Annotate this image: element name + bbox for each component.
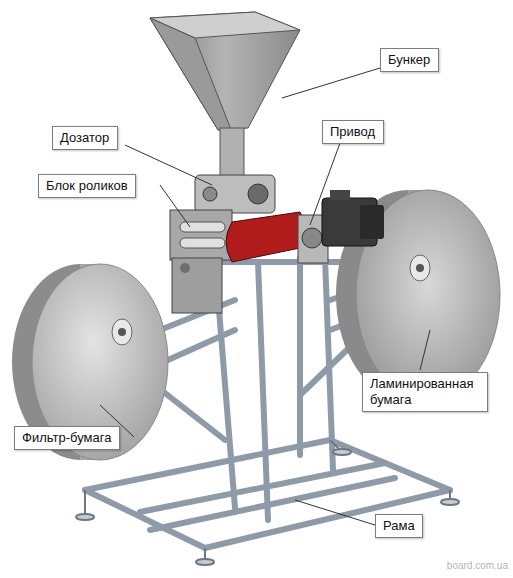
part-label: Рама <box>383 518 415 534</box>
callout-box: Фильтр-бумага <box>14 426 120 450</box>
callout-box: Дозатор <box>52 126 118 150</box>
callout-box: Ламинированная бумага <box>362 372 488 412</box>
callout-box: Рама <box>375 514 423 538</box>
leader-line <box>100 68 430 525</box>
hopper <box>150 12 300 178</box>
part-label: Дозатор <box>60 130 110 146</box>
callout-box: Привод <box>322 120 384 144</box>
roller-block <box>170 210 232 313</box>
leveling-feet <box>76 440 459 565</box>
watermark: board.com.ua <box>447 560 508 571</box>
part-label: Привод <box>330 124 376 140</box>
drive <box>226 190 384 263</box>
laminated-paper-roll <box>336 190 500 400</box>
part-label: Бункер <box>388 52 431 68</box>
part-label: Блок роликов <box>46 178 128 194</box>
part-label: Фильтр-бумага <box>22 430 112 446</box>
filter-paper-roll <box>12 264 168 460</box>
part-label: Ламинированная бумага <box>370 376 480 408</box>
callout-box: Блок роликов <box>38 174 136 198</box>
callout-box: Бункер <box>380 48 439 72</box>
dispenser <box>195 175 275 213</box>
